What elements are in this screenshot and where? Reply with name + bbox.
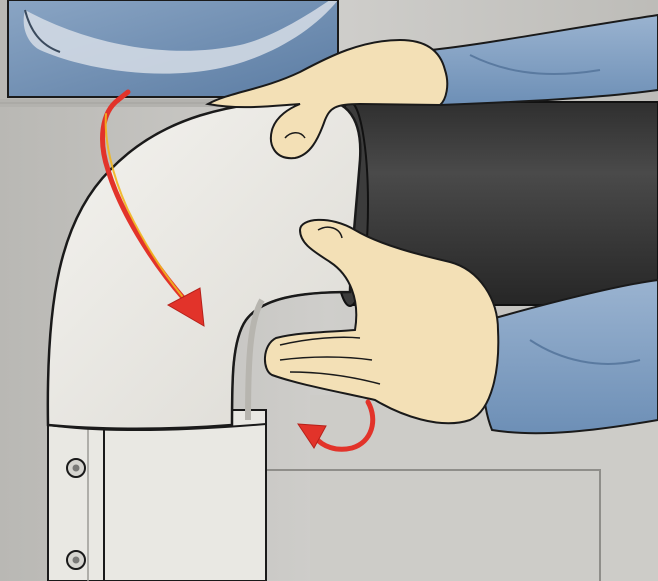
vertical-pipe-jacket — [48, 410, 266, 581]
